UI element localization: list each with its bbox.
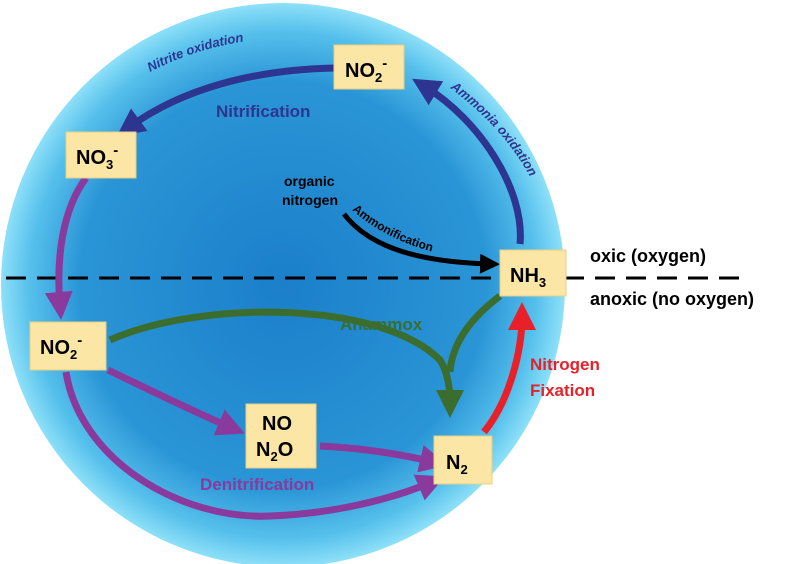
node-no2-top: NO2-	[333, 44, 405, 90]
svg-text:NO2-: NO2-	[40, 332, 82, 362]
svg-text:N2O: N2O	[256, 439, 293, 464]
nitrogen-fixation-label-line2: Fixation	[530, 381, 595, 400]
denitrification-arrow-to-n2-lower	[62, 371, 445, 520]
nitrogen-fixation-label-line1: Nitrogen	[530, 355, 600, 374]
node-n2: N2	[433, 435, 493, 485]
node-nh3: NH3	[499, 249, 567, 297]
denitrification-label: Denitrification	[200, 475, 314, 494]
anammox-arrow-from-nitrite	[108, 308, 464, 418]
organic-label: organic	[284, 173, 335, 189]
denitrification-arrow-to-no	[106, 366, 245, 436]
nitrate-reduction-arrow	[44, 175, 89, 320]
nitrite-oxidation-arrow	[116, 64, 335, 137]
anoxic-label: anoxic (no oxygen)	[590, 289, 754, 309]
sphere	[1, 3, 565, 564]
svg-text:NO3-: NO3-	[76, 142, 118, 172]
svg-text:NH3: NH3	[510, 265, 546, 290]
node-no2-left: NO2-	[29, 321, 107, 371]
oxic-label: oxic (oxygen)	[590, 246, 706, 266]
anammox-arrow-from-ammonia	[446, 293, 503, 373]
svg-text:N2: N2	[446, 452, 468, 477]
nitrification-label: Nitrification	[216, 102, 310, 121]
node-no3: NO3-	[65, 131, 137, 179]
svg-text:NO2-: NO2-	[345, 55, 387, 85]
svg-text:NO: NO	[262, 413, 292, 435]
ammonification-arrow	[342, 212, 500, 274]
node-no-n2o: NO N2O	[245, 403, 317, 469]
denitrification-arrow-to-n2-upper	[319, 442, 448, 473]
ammonia-oxidation-arrow	[412, 78, 524, 245]
nitrogen-fixation-arrow	[481, 302, 536, 435]
anammox-label: Anammox	[340, 315, 423, 334]
nitrogen-label: nitrogen	[282, 192, 338, 208]
